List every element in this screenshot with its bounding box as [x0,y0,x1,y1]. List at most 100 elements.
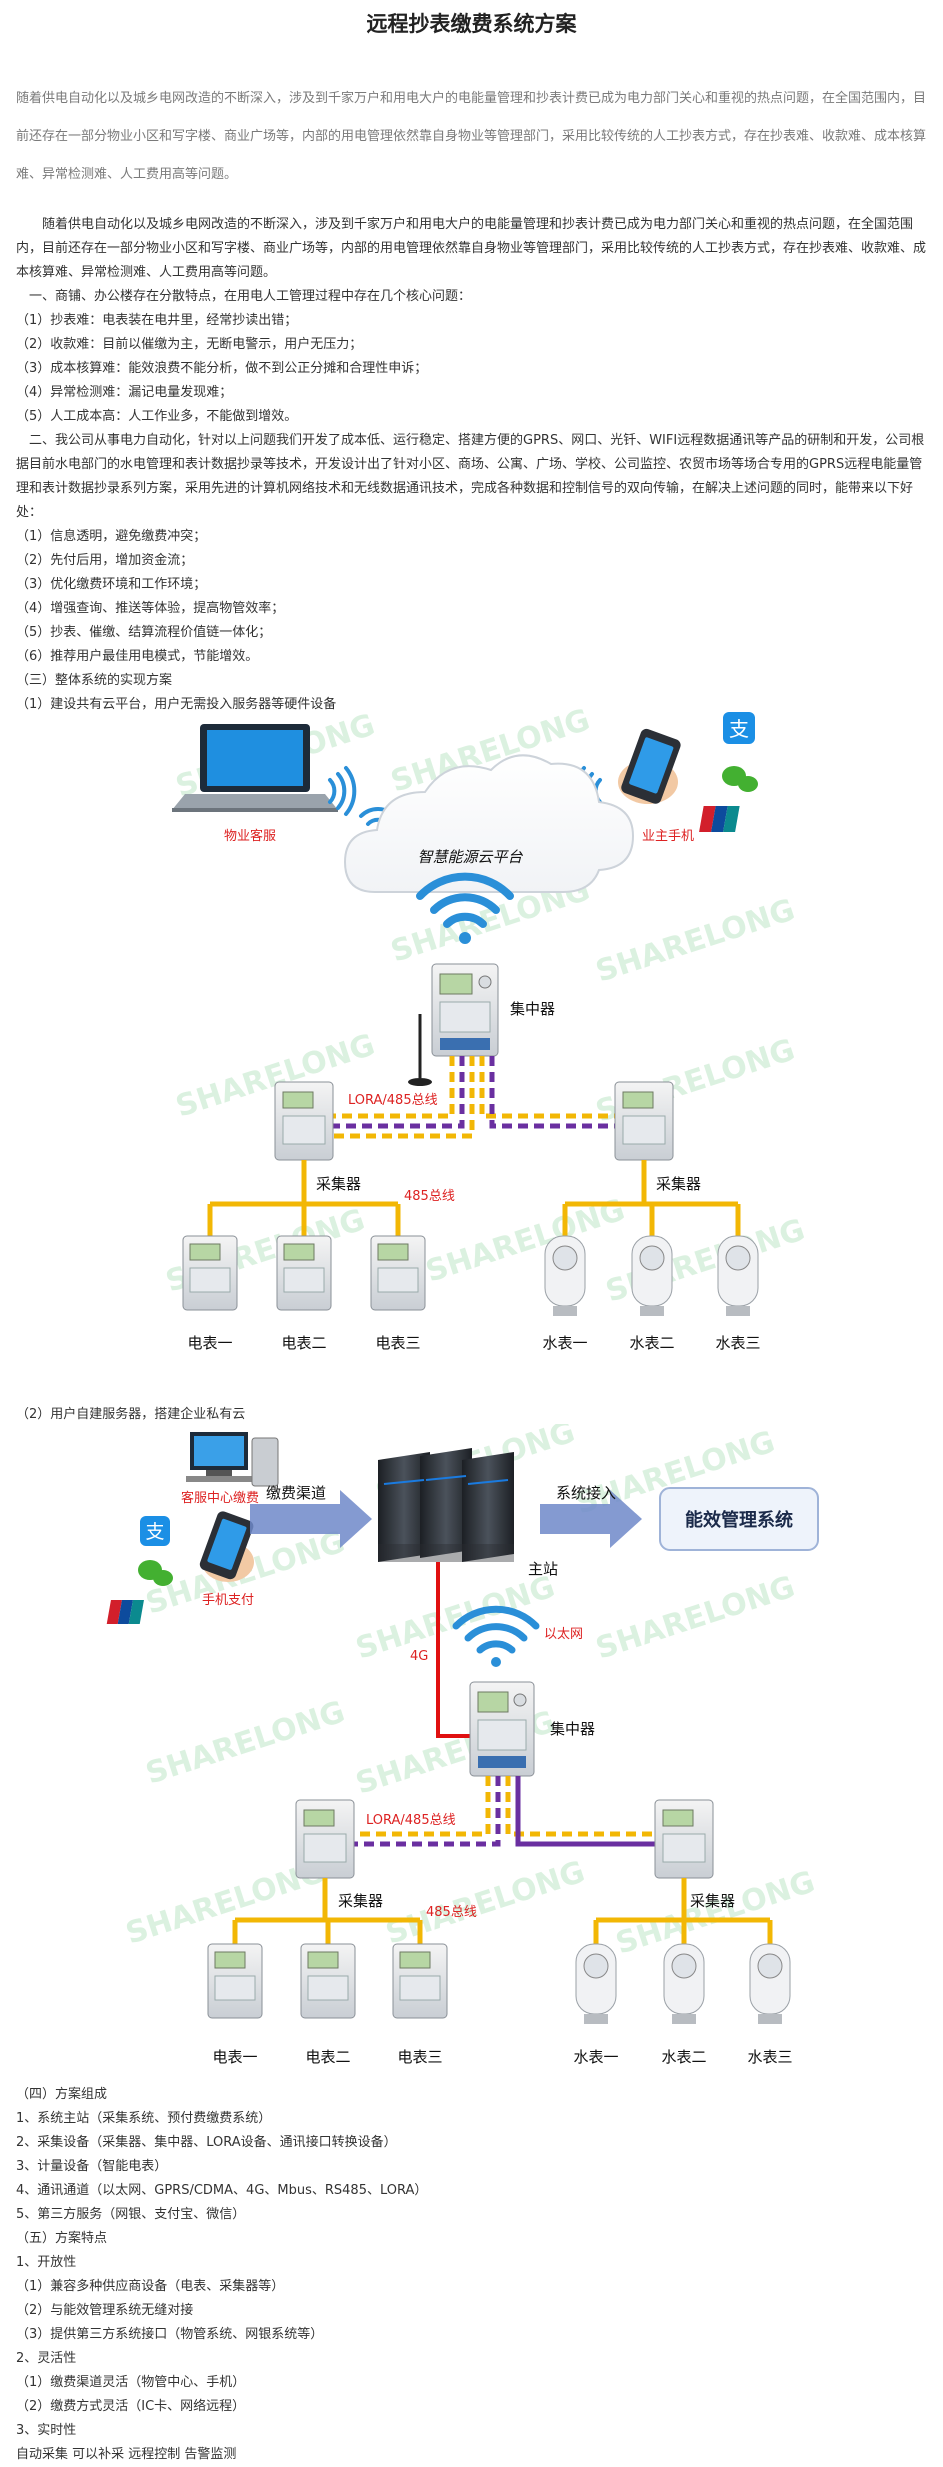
list-item: （五）方案特点 [16,2231,108,2246]
meter-label: 电表三 [375,1334,420,1352]
paragraph: 二、我公司从事电力自动化，针对以上问题我们开发了成本低、运行稳定、搭建方便的GP… [16,433,925,520]
paragraph: 随着供电自动化以及城乡电网改造的不断深入，涉及到千家万户和用电大户的电能量管理和… [16,217,927,280]
paragraph: （3）优化缴费环境和工作环境； [16,577,207,592]
water-meter [749,1943,791,2024]
paragraph: （3）成本核算难：能效浪费不能分析，做不到公正分摊和合理性申诉； [16,361,428,376]
rs485-label: 485总线 [426,1905,477,1920]
energy-system-label: 能效管理系统 [685,1509,793,1531]
water-meter [631,1235,673,1316]
master-station-label: 主站 [528,1560,558,1578]
concentrator-device [431,963,499,1057]
list-item: （四）方案组成 [16,2087,108,2102]
list-item: 1、开放性 [16,2255,77,2270]
wifi-icon [416,872,514,944]
concentrator-label: 集中器 [510,1000,555,1018]
collector-label: 采集器 [316,1175,361,1193]
antenna-icon [408,1014,432,1086]
electric-meter [300,1943,356,2019]
list-item: （2）缴费方式灵活（IC卡、网络远程） [16,2399,246,2414]
paragraph: 一、商铺、办公楼存在分散特点，在用电人工管理过程中存在几个核心问题： [16,289,472,304]
water-meter-label: 水表一 [542,1334,587,1352]
system-access-label: 系统接入 [556,1484,616,1502]
arrow-icon [540,1490,642,1548]
water-meter [575,1943,617,2024]
list-item: （2）与能效管理系统无缝对接 [16,2303,194,2318]
rs485-lines [207,1160,741,1236]
bus-label: LORA/485总线 [366,1813,456,1828]
mobile-pay-label: 手机支付 [202,1593,254,1608]
paragraph: （2）先付后用，增加资金流； [16,553,194,568]
paragraph: （三）整体系统的实现方案 [16,673,173,688]
collector-label: 采集器 [338,1892,383,1910]
list-item: 1、系统主站（采集系统、预付费缴费系统） [16,2111,272,2126]
collector-device-right [614,1081,674,1161]
wechat-pay-icon [722,766,758,792]
list-item: 4、通讯通道（以太网、GPRS/CDMA、4G、Mbus、RS485、LORA） [16,2183,428,2198]
paragraph: （2）收款难：目前以催缴为主，无断电警示，用户无压力； [16,337,363,352]
meter-label: 电表三 [397,2048,442,2066]
water-meter-label: 水表一 [573,2048,618,2066]
svg-text:SHARELONG: SHARELONG [612,1864,820,1961]
energy-management-system [659,1487,819,1551]
collector-label: 采集器 [690,1892,735,1910]
unionpay-icon [106,1600,144,1624]
cloud-label: 智慧能源云平台 [417,848,523,866]
list-item: （3）提供第三方系统接口（物管系统、网银系统等） [16,2327,324,2342]
svg-text:SHARELONG: SHARELONG [592,892,800,989]
water-meter [663,1943,705,2024]
paragraph: （1）抄表难：电表装在电井里，经常抄读出错； [16,313,298,328]
svg-text:SHARELONG: SHARELONG [592,1569,800,1666]
water-meter-label: 水表三 [747,2048,792,2066]
svg-text:支: 支 [145,1521,164,1543]
rs485-lines [232,1878,773,1944]
private-cloud-diagram: SHARELONG SHARELONG SHARELONG SHARELONG … [0,1414,943,2080]
summary-paragraph: 随着供电自动化以及城乡电网改造的不断深入，涉及到千家万户和用电大户的电能量管理和… [16,91,927,182]
list-item: 自动采集 可以补采 远程控制 告警监测 [16,2447,237,2462]
pay-channel-label: 缴费渠道 [266,1484,326,1502]
alipay-icon: 支 [140,1516,170,1546]
meter-label: 电表二 [305,2048,350,2066]
list-item: 3、实时性 [16,2423,77,2438]
article-body: 随着供电自动化以及城乡电网改造的不断深入，涉及到千家万户和用电大户的电能量管理和… [16,213,928,717]
bus-lines [350,1776,655,1847]
electric-meter [276,1235,332,1311]
arrow-icon [250,1490,372,1548]
rs485-label: 485总线 [404,1189,455,1204]
phone-label: 业主手机 [642,829,694,844]
bus-lines [330,1056,615,1139]
caption-private-cloud: （2）用户自建服务器，搭建企业私有云 [16,1407,246,1422]
paragraph: （4）异常检测难：漏记电量发现难； [16,385,233,400]
unionpay-icon [699,806,740,832]
paragraph: （6）推荐用户最佳用电模式，节能增效。 [16,649,259,664]
wifi-icon [452,1605,540,1667]
paragraph: （1）建设共有云平台，用户无需投入服务器等硬件设备 [16,697,337,712]
wechat-pay-icon [138,1560,173,1586]
list-item: 2、灵活性 [16,2351,77,2366]
private-diagram-svg: SHARELONG SHARELONG SHARELONG SHARELONG … [106,1414,820,2066]
meter-label: 电表一 [212,2048,257,2066]
concentrator-device [469,1681,535,1777]
paragraph: （5）人工成本高：人工作业多，不能做到增效。 [16,409,298,424]
desktop-computer-icon [186,1432,279,1487]
smartphone-icon [199,1511,254,1582]
electric-meter [370,1235,426,1311]
concentrator-label: 集中器 [550,1720,595,1738]
svg-text:SHARELONG: SHARELONG [142,1694,350,1791]
list-item: 3、计量设备（智能电表） [16,2159,168,2174]
water-meter-label: 水表二 [661,2048,706,2066]
meter-label: 电表一 [187,1334,232,1352]
smartphone-icon [618,728,681,804]
alipay-icon: 支 [723,712,755,744]
collector-device-left [295,1799,355,1879]
service-center-label: 客服中心缴费 [181,1490,259,1506]
list-item: 5、第三方服务（网银、支付宝、微信） [16,2207,246,2222]
water-meter [544,1235,586,1316]
paragraph: （5）抄表、催缴、结算流程价值链一体化； [16,625,272,640]
electric-meter [182,1235,238,1311]
svg-text:SHARELONG: SHARELONG [382,1854,590,1951]
meter-label: 电表二 [281,1334,326,1352]
plan-details: （四）方案组成 1、系统主站（采集系统、预付费缴费系统） 2、采集设备（采集器、… [16,2083,928,2467]
electric-meter [207,1943,263,2019]
collector-label: 采集器 [656,1175,701,1193]
water-meter-label: 水表三 [715,1334,760,1352]
